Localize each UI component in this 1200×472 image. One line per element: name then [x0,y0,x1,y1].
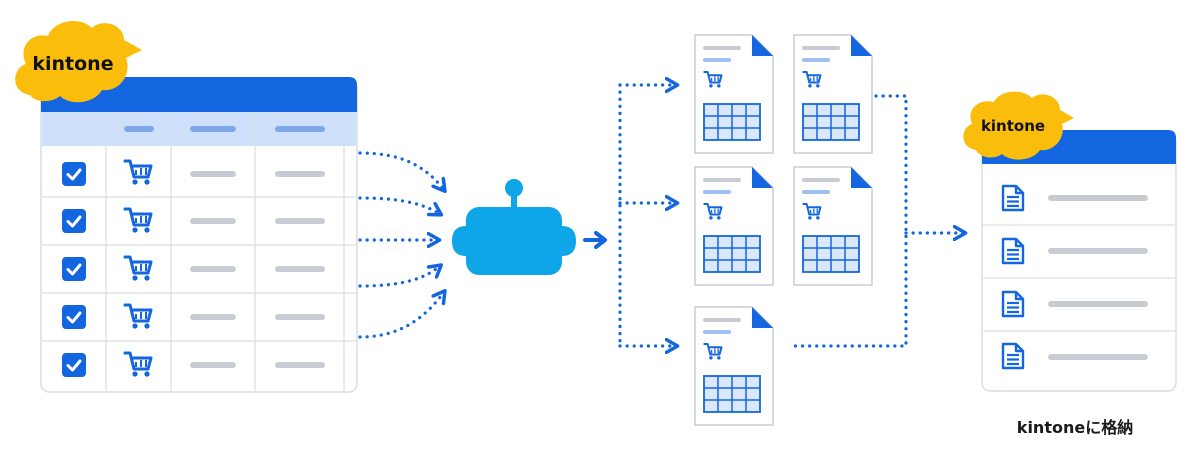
right-kintone-panel [981,130,1177,392]
generated-documents [694,34,873,426]
left-kintone-table [40,77,358,393]
document-icon [694,34,774,154]
document-icon [694,306,774,426]
table-row [62,159,325,186]
arrow-right-icon [358,266,440,288]
distribution-arrows [618,85,676,346]
document-icon [793,166,873,286]
kintone-logo-left: kintone [15,21,143,103]
collect-arrows [788,94,964,348]
kintone-store-caption: kintoneに格納 [1016,418,1134,437]
arrow-right-icon [358,292,444,339]
document-icon [694,166,774,286]
input-arrows [358,151,444,339]
checkbox-checked-icon [62,257,86,281]
table-row [62,303,325,330]
checkbox-checked-icon [62,162,86,186]
table-row [62,207,325,234]
list-item [1001,184,1148,212]
robot-icon [452,179,576,275]
arrow-right-icon [583,231,607,249]
list-item [1001,237,1148,265]
kintone-logo-text: kintone [32,53,113,75]
checkbox-checked-icon [62,209,86,233]
checkbox-checked-icon [62,353,86,377]
table-row [62,351,325,378]
arrow-right-icon [358,196,440,214]
arrow-right-icon [358,151,444,190]
table-header-bar [41,77,357,112]
kintone-logo-right: kintone [963,91,1074,160]
document-icon [793,34,873,154]
kintone-logo-text: kintone [981,117,1045,135]
list-item [1001,342,1148,370]
list-item [1001,290,1148,318]
checkbox-checked-icon [62,305,86,329]
table-row [62,255,325,282]
